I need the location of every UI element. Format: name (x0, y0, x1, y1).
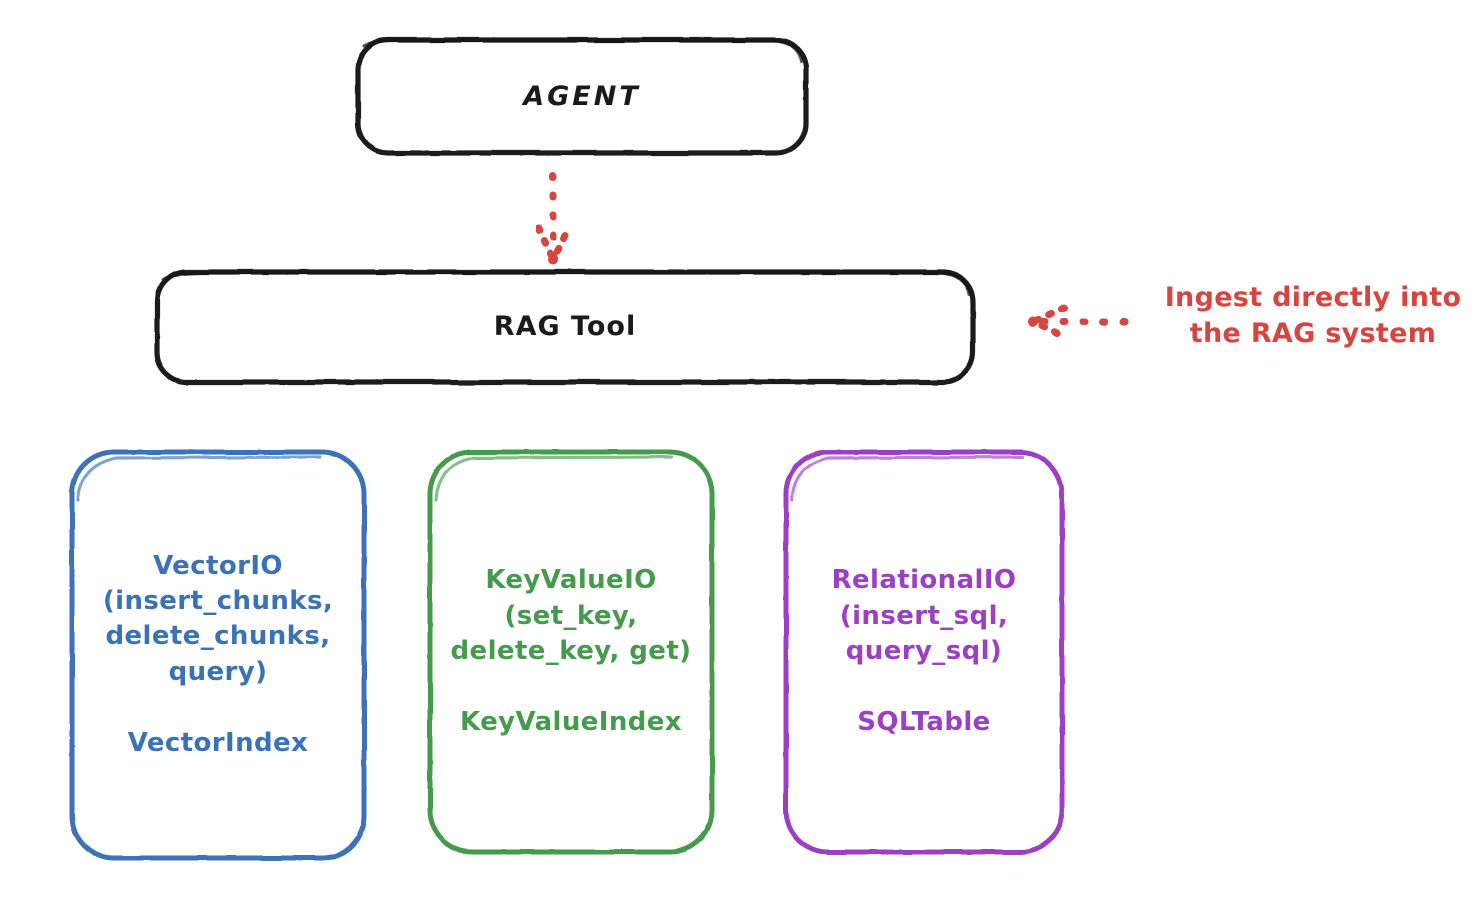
vector-io-label: VectorIO (insert_chunks, delete_chunks, … (72, 452, 364, 858)
relational-io-label: RelationalIO (insert_sql, query_sql) SQL… (786, 452, 1062, 852)
rag-tool-label: RAG Tool (493, 311, 637, 343)
key-value-io-index: KeyValueIndex (460, 707, 682, 738)
relational-io-methods: RelationalIO (insert_sql, query_sql) (831, 565, 1017, 666)
note-to-rag-connector (1028, 304, 1129, 341)
vector-io-methods: VectorIO (insert_chunks, delete_chunks, … (102, 550, 334, 687)
key-value-io-label: KeyValueIO (set_key, delete_key, get) Ke… (430, 452, 712, 852)
relational-io-index: SQLTable (857, 707, 991, 738)
agent-label: AGENT (523, 80, 641, 112)
agent-to-rag-connector (534, 171, 573, 264)
key-value-io-methods: KeyValueIO (set_key, delete_key, get) (450, 565, 692, 666)
ingest-annotation: Ingest directly into the RAG system (1164, 282, 1462, 350)
vector-io-index: VectorIndex (127, 728, 309, 759)
